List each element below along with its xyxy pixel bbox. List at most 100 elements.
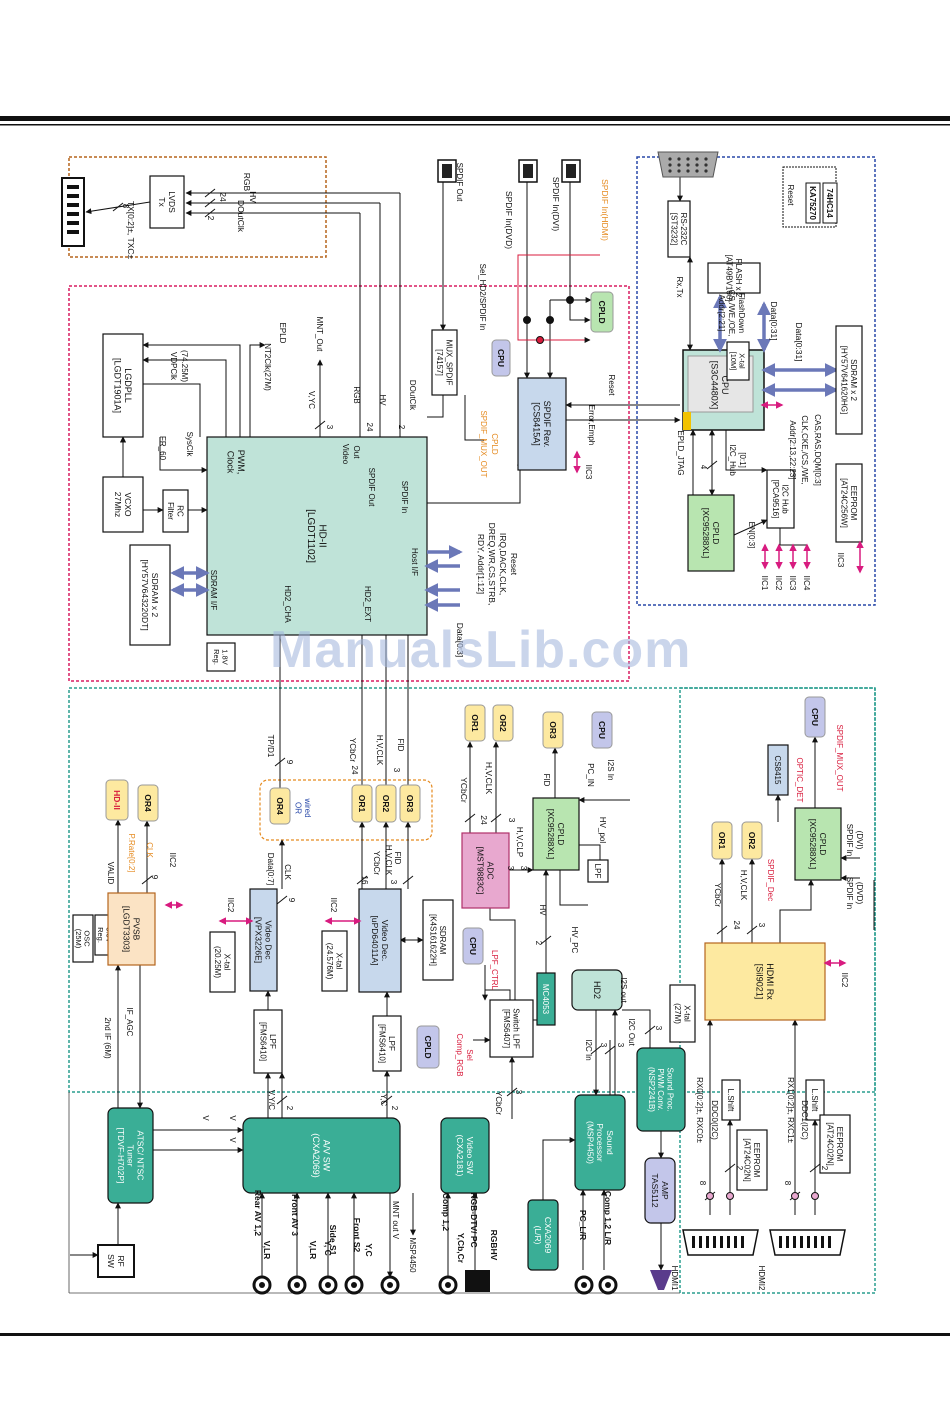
block-eeprom-cpu-label: EEPROM[AT24C256W]	[840, 478, 858, 528]
label-sysclk-line: SysClk	[185, 432, 194, 458]
label-iic3-line: IIC3	[836, 553, 845, 568]
block-vidsw-label-line: Video SW	[465, 1137, 475, 1175]
label-hv-line: HV	[248, 191, 258, 203]
label-hub-iic3-line: IIC3	[788, 576, 797, 591]
label-iic2-pvsb: IIC2	[168, 853, 177, 868]
label-valid: VALID	[106, 862, 115, 885]
block-flash-label: FLASH x 2[AT49BV160]	[725, 255, 743, 302]
label-vyc-low: V,Y/C	[267, 1090, 276, 1110]
label-hub-iic1: IIC1	[760, 576, 769, 591]
label-iic2-vd2: IIC2	[329, 898, 338, 913]
block-sndproc-label-line: (MSP4450)	[585, 1121, 595, 1164]
block-lvds-label-line: Tx	[157, 197, 167, 207]
label-pc-in-line: PC_IN	[586, 763, 595, 787]
block-xtal27-label-line: (27M)	[673, 1003, 682, 1024]
label-if-agc-line: IF_AGC	[125, 1008, 134, 1037]
label-spdif-mux-out2-line: SPDIF_MUX_OUT	[835, 724, 844, 791]
connector-label-comp-lr: Comp 1,2 L/R	[603, 1191, 613, 1245]
label-n3: 3	[757, 923, 766, 928]
block-eeprom-h2-label-line: EEPROM	[835, 1127, 844, 1162]
tag-hd-ii: HD-II	[105, 779, 129, 821]
block-eeprom-h2-label-line: [AT24C02N]	[826, 1122, 835, 1165]
block-rs232c: RS-232C[ST3232]	[667, 200, 691, 258]
block-xtal10-label-line: [10M]	[729, 352, 738, 371]
label-n24-line: 24	[365, 423, 374, 432]
tag-cpu-hdmi-text: CPU	[810, 708, 820, 726]
tag-or3-wired: OR3	[399, 784, 421, 823]
block-cpld-cpu-label-line: [XC95288XL]	[701, 508, 711, 559]
tag-cpu-adc-text: CPU	[597, 721, 607, 739]
connector-label-y-c2-line: Y,C	[364, 1243, 374, 1256]
label-optic-det-line: OPTIC_DET	[795, 758, 804, 803]
block-lpf-small-label-line: LPF	[593, 864, 602, 879]
block-hdmi1-connector: HDMI1	[670, 1229, 759, 1291]
label-i2c-hub-sig: I2C_Hub	[728, 444, 737, 476]
label-comp-rgb2-line: Sel	[465, 1049, 474, 1061]
block-avsw-label: A/V SW(CXA2069)	[311, 1133, 331, 1178]
block-hdmirx-label-line: [SiI9021]	[755, 964, 765, 1000]
label-v-line: V	[201, 1115, 210, 1121]
block-pwm-label-line: Clock	[226, 451, 236, 474]
label-epld: EPLD	[278, 323, 287, 344]
label-n2: 2	[534, 941, 543, 946]
label-n3: 3	[616, 1043, 625, 1048]
block-xtal2025: X-tal(20.25M)	[209, 931, 236, 993]
label-spdif-in-dvi2b: (DVI)	[855, 831, 864, 850]
label-ycbcr-line: YCbCr	[459, 777, 469, 803]
connector-label-ycbcr-c: Y,Cb,Cr	[456, 1233, 466, 1264]
tag-or1-hdmi-text: OR1	[717, 832, 727, 850]
label-n3-line: 3	[519, 866, 528, 871]
block-xtal24: X-tal(24.576M)	[321, 930, 348, 992]
block-rs232c-label: RS-232C[ST3232]	[670, 213, 688, 246]
label-n3: 3	[654, 1026, 663, 1031]
label-epld-jtag-line: EPLD_JTAG	[676, 430, 685, 475]
label-ycbcr-line: YCbCr	[713, 883, 722, 907]
block-viddec2: Video Dec.[uPD64011A]	[358, 888, 402, 993]
label-data031: Data[0:31]	[769, 301, 779, 340]
label-fid-line: FID	[542, 774, 551, 787]
block-eeprom-h1-label: EEPROM[AT24C02N]	[743, 1138, 761, 1181]
block-xtal10-label-line: X-tal	[738, 353, 747, 369]
label-n2-line: 2	[390, 1106, 399, 1111]
block-sdram-hd-label: SDRAM x 2[HY57V643220DT]	[140, 559, 160, 630]
block-lpf-small-label: LPF	[593, 864, 602, 879]
label-fid: FID	[393, 852, 402, 865]
label-i2s-in-line: I2S In	[606, 760, 615, 781]
block-flash-label-line: FLASH x 2	[734, 259, 743, 298]
tag-cpu-adc-text-line: CPU	[597, 721, 607, 739]
block-vidsw-label: Video SW(CXA2181)	[455, 1134, 475, 1176]
connector-label-side-s1: Side S1	[328, 1225, 338, 1256]
label-spdif-in-dvi-line: SPDIF In(DVI)	[551, 177, 561, 231]
label-video-out: Video	[341, 444, 350, 465]
label-n3-line: 3	[507, 818, 517, 823]
block-switchlpf-label-line: Switch LPF	[511, 1008, 520, 1049]
label-spdif-in-dvi: SPDIF In(DVI)	[551, 177, 561, 231]
block-xtal27-label: X-tal(27M)	[673, 1003, 691, 1024]
tag-cpld-spdif: CPLD	[590, 291, 614, 333]
label-hv-clp: H,V,CLP	[515, 827, 524, 857]
connector-label-front-s2-line: Front S2	[352, 1218, 362, 1253]
block-lpf2-label-line: [FMS6410]	[378, 1024, 387, 1063]
block-osc25: OSC(25M)	[72, 914, 94, 963]
block-rfsw-label-line: SW	[106, 1254, 116, 1268]
jack-front-s2	[344, 1275, 364, 1295]
block-i2c-hub-label-line: I2C Hub	[780, 484, 789, 514]
label-hv: HV	[248, 191, 258, 203]
label-spdif-in-dvd2: SPDIF In	[845, 877, 854, 909]
label-prate-line: P.Rate[0:2]	[127, 834, 136, 873]
block-viddec2-label-line: [uPD64011A]	[370, 916, 380, 966]
label-hv-pol-line: HV_pol	[598, 817, 607, 843]
tag-or4-pvsb-text: OR4	[143, 794, 153, 812]
label-data031b-line: Data[0:31]	[794, 322, 804, 361]
label-iic2-vd1-line: IIC2	[226, 898, 235, 913]
label-n24-line: 24	[218, 192, 228, 202]
block-cxa2069-lr-label: CXA2069(L/R)	[533, 1217, 553, 1254]
label-n3: 3	[392, 768, 401, 773]
reset-chip-ka-line: KA75270	[808, 186, 817, 220]
label-ddc1-line: DDC1(I2C)	[800, 1100, 809, 1140]
block-spdif-rev: SPDIF Rev.[CS8415A]	[517, 377, 567, 471]
